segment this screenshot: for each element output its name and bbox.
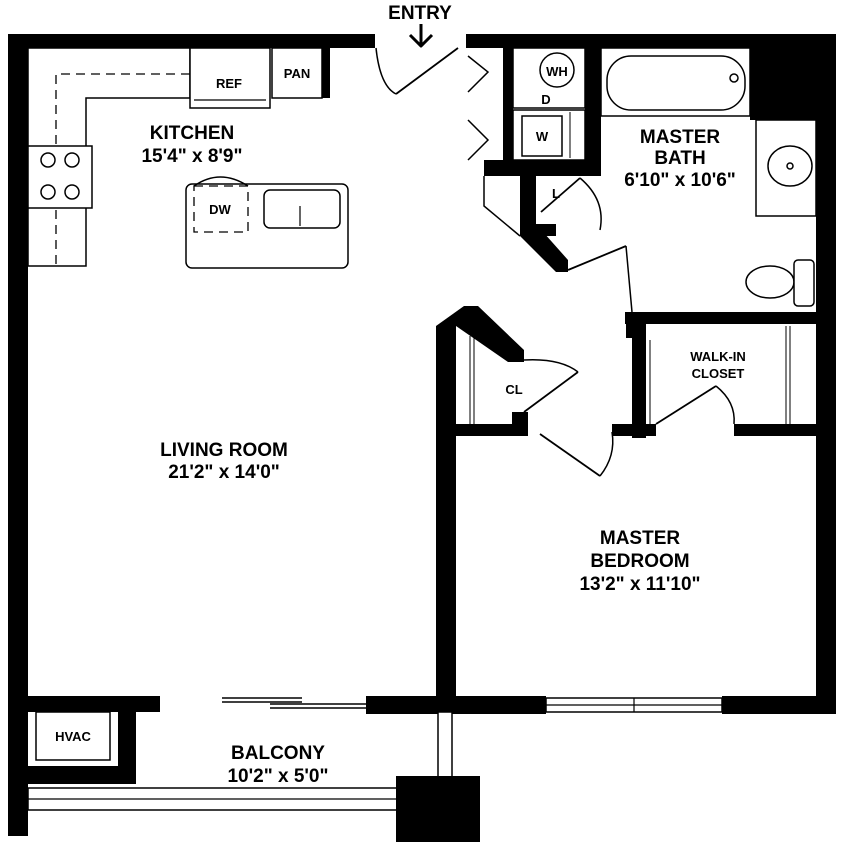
bath-name-1: MASTER — [640, 127, 721, 148]
stove-icon — [27, 145, 93, 209]
bedroom-name-2: BEDROOM — [590, 551, 689, 572]
kitchen-name: KITCHEN — [150, 123, 234, 144]
exterior-walls — [8, 34, 836, 714]
hvac-unit — [35, 711, 111, 761]
bedroom-name-1: MASTER — [600, 528, 681, 549]
entry-door — [375, 47, 460, 95]
sliding-door — [222, 697, 366, 709]
living-name: LIVING ROOM — [160, 440, 288, 461]
bath-door — [567, 245, 633, 313]
washer — [512, 109, 586, 161]
kitchen-island — [185, 176, 349, 269]
balcony-size: 10'2" x 5'0" — [227, 766, 328, 787]
foyer-bifold — [483, 176, 521, 237]
bedroom-window — [545, 697, 723, 713]
walkin-name-1: WALK-IN — [690, 349, 746, 364]
kitchen-size: 15'4" x 8'9" — [141, 146, 242, 167]
bath-name-2: BATH — [654, 148, 705, 169]
hvac-label: HVAC — [55, 729, 91, 744]
toilet-icon — [745, 259, 815, 307]
entry-arrow-icon — [408, 24, 434, 49]
closet-cl-door — [523, 359, 579, 413]
closet-label: CL — [505, 382, 522, 397]
ref-label: REF — [216, 76, 242, 91]
linen-door — [540, 177, 602, 231]
bathtub — [600, 47, 751, 117]
bedroom-size: 13'2" x 11'10" — [579, 574, 700, 595]
walk-in-shelves — [469, 326, 791, 424]
bedroom-door — [539, 431, 614, 477]
dryer-label: D — [541, 92, 550, 107]
dw-label: DW — [209, 202, 231, 217]
interior-walls — [436, 44, 836, 698]
pantry — [271, 47, 323, 99]
laundry-bifold-doors — [467, 55, 490, 161]
balcony-name: BALCONY — [231, 743, 325, 764]
pan-label: PAN — [284, 66, 310, 81]
walk-in-door — [655, 385, 735, 425]
linen-label: L — [552, 186, 560, 201]
bath-size: 6'10" x 10'6" — [624, 170, 736, 191]
bath-sink — [755, 119, 817, 217]
living-size: 21'2" x 14'0" — [168, 462, 280, 483]
entry-label: ENTRY — [388, 3, 452, 24]
walkin-name-2: CLOSET — [692, 366, 745, 381]
refrigerator — [189, 47, 271, 109]
wh-label: WH — [546, 64, 568, 79]
balcony-structure — [8, 696, 480, 842]
washer-label: W — [536, 129, 549, 144]
